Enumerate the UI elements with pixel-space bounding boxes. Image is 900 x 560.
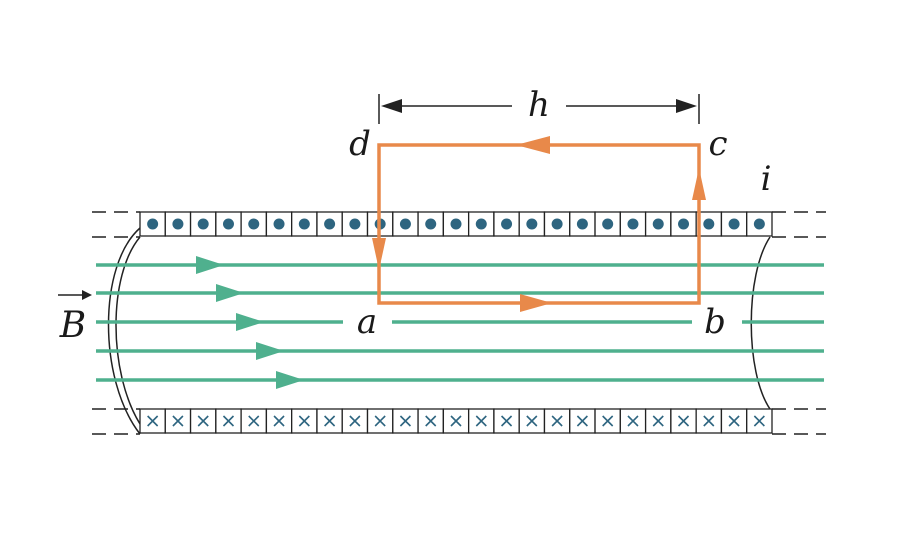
dot-icon	[753, 218, 765, 230]
cross-icon	[602, 415, 614, 427]
dot-icon	[501, 218, 513, 230]
arrowhead-icon	[520, 294, 552, 312]
upper-winding-row	[139, 211, 773, 237]
dot-icon	[273, 218, 285, 230]
field-arrowheads	[196, 256, 304, 389]
dot-icon	[349, 218, 361, 230]
cross-icon	[425, 415, 437, 427]
field-vector-label: B	[58, 290, 92, 346]
cross-icon	[576, 415, 588, 427]
cross-icon	[172, 415, 184, 427]
arrow-right-icon	[236, 313, 264, 331]
dot-icon	[475, 218, 487, 230]
label-c: c	[708, 124, 727, 164]
lower-winding-row	[139, 408, 773, 434]
label-h: h	[528, 85, 550, 125]
label-d: d	[349, 124, 371, 164]
dot-icon	[678, 218, 690, 230]
cross-icon	[652, 415, 664, 427]
dot-icon	[652, 218, 664, 230]
dot-icon	[147, 218, 159, 230]
cross-icon	[703, 415, 715, 427]
cylinder-end-arcs	[107, 227, 771, 435]
dashed-continuation-lines	[92, 211, 826, 435]
arrow-right-icon	[276, 371, 304, 389]
cross-icon	[222, 415, 235, 427]
cross-icon	[298, 415, 310, 427]
magnetic-field-lines	[96, 263, 824, 382]
winding-cell	[594, 211, 621, 237]
dot-icon	[248, 218, 260, 230]
dot-icon	[728, 218, 740, 230]
cross-icon	[500, 415, 513, 427]
cross-icon	[627, 415, 639, 427]
arrow-right-icon	[256, 342, 284, 360]
arrowhead-icon	[516, 136, 550, 154]
cross-icon	[753, 415, 765, 427]
dot-icon	[703, 218, 715, 230]
dot-icon	[551, 218, 563, 230]
label-i: i	[761, 159, 772, 199]
cross-icon	[248, 415, 260, 427]
dot-icon	[526, 218, 538, 230]
dot-icon	[298, 218, 310, 230]
label-B: B	[59, 305, 86, 346]
dot-icon	[602, 218, 614, 230]
cross-icon	[551, 415, 563, 427]
dot-icon	[399, 218, 411, 230]
arrowhead-icon	[372, 238, 386, 270]
cross-icon	[728, 415, 740, 427]
cross-icon	[677, 415, 690, 427]
cross-icon	[399, 415, 412, 427]
cross-icon	[197, 415, 209, 427]
vector-arrow-icon	[82, 290, 92, 300]
label-a: a	[357, 302, 377, 342]
cross-icon	[324, 415, 336, 427]
cross-icon	[475, 415, 487, 427]
dot-icon	[197, 218, 209, 230]
dot-icon	[172, 218, 184, 230]
label-b: b	[704, 302, 726, 342]
dot-icon	[450, 218, 462, 230]
arrow-right-icon	[216, 284, 244, 302]
cross-icon	[147, 415, 159, 427]
cross-icon	[273, 415, 285, 427]
dot-icon	[576, 218, 588, 230]
dimension-h	[378, 94, 700, 124]
arrowhead-icon	[692, 168, 706, 200]
amperian-loop	[372, 136, 706, 312]
dot-icon	[627, 218, 639, 230]
cross-icon	[450, 415, 462, 427]
arrow-right-icon	[196, 256, 224, 274]
dot-icon	[324, 218, 336, 230]
winding-cell	[366, 408, 394, 434]
dot-icon	[425, 218, 437, 230]
dot-icon	[222, 218, 234, 230]
cross-icon	[526, 415, 538, 427]
cross-icon	[374, 415, 386, 427]
cross-icon	[349, 415, 361, 427]
